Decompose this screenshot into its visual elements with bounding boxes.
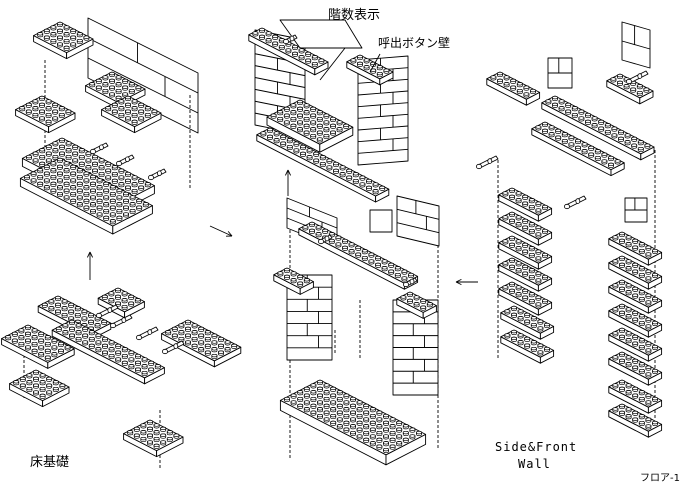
arrow-up-left [87, 252, 92, 280]
side-beam-1 [487, 72, 540, 105]
side-beam-2 [607, 74, 653, 104]
mid-left-cap [274, 268, 314, 294]
floor-foundation-assembly [2, 288, 241, 470]
mid-top-right-block [397, 196, 439, 246]
side-right-post [622, 22, 650, 68]
side-front-wall-assembly [476, 22, 661, 437]
figure-id-label: フロア-1 [640, 474, 680, 484]
wall-assembly-exploded [274, 196, 439, 465]
side-right-block [625, 198, 647, 222]
floor-assembly [16, 18, 198, 234]
pin-floor-1 [90, 143, 108, 154]
pin-side-3 [626, 71, 648, 84]
pin-side-2 [564, 196, 586, 209]
pin-side-1 [476, 156, 498, 169]
foundation-plate-front-right [124, 420, 183, 457]
floor-plate-mid-left [16, 96, 75, 133]
side-front-wall-label-line1: Side&Front [495, 441, 577, 453]
foundation-plate-front-left [10, 370, 69, 407]
arrow-left-right [456, 279, 478, 284]
pin-foundation-3 [136, 327, 158, 340]
arrow-right-top [210, 226, 232, 236]
foundation-plate-right [162, 320, 241, 367]
floor-indicator-label: 階数表示 [328, 9, 380, 22]
floor-foundation-label: 床基礎 [30, 456, 69, 469]
arrow-up-center [285, 170, 290, 196]
pin-foundation-2 [110, 315, 132, 328]
floor-plate-top-left [34, 22, 93, 59]
side-front-wall-label-line2: Wall [518, 458, 551, 470]
call-button-wall-label: 呼出ボタン壁 [378, 37, 450, 49]
pin-floor-2 [116, 155, 134, 166]
pin-floor-3 [148, 169, 166, 180]
side-top-post [548, 58, 572, 88]
